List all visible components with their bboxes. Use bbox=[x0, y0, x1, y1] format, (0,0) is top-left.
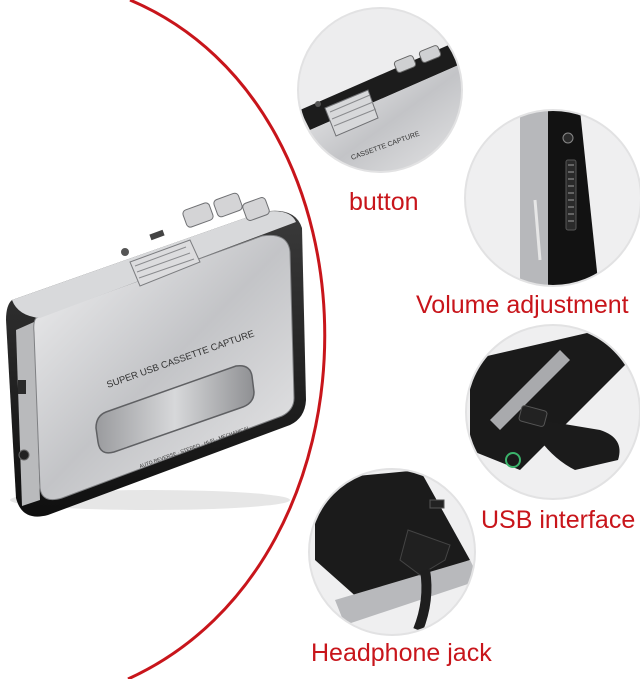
callout-usb-label: USB interface bbox=[481, 506, 636, 534]
top-buttons bbox=[121, 192, 270, 287]
zoom-circle-button: CASSETTE CAPTURE bbox=[297, 7, 463, 173]
callout-headphone-jack-label: Headphone jack bbox=[311, 639, 492, 667]
zoom-circle-usb bbox=[465, 324, 640, 500]
callout-volume-label: Volume adjustment bbox=[416, 291, 629, 319]
cassette-player: SUPER USB CASSETTE CAPTURE AUTO REVERSE … bbox=[6, 192, 306, 517]
zoom-circle-volume bbox=[464, 109, 640, 287]
zoom-circle-headphone-jack bbox=[308, 468, 476, 636]
callout-button-label: button bbox=[349, 188, 419, 216]
red-arc-divider bbox=[127, 0, 327, 681]
